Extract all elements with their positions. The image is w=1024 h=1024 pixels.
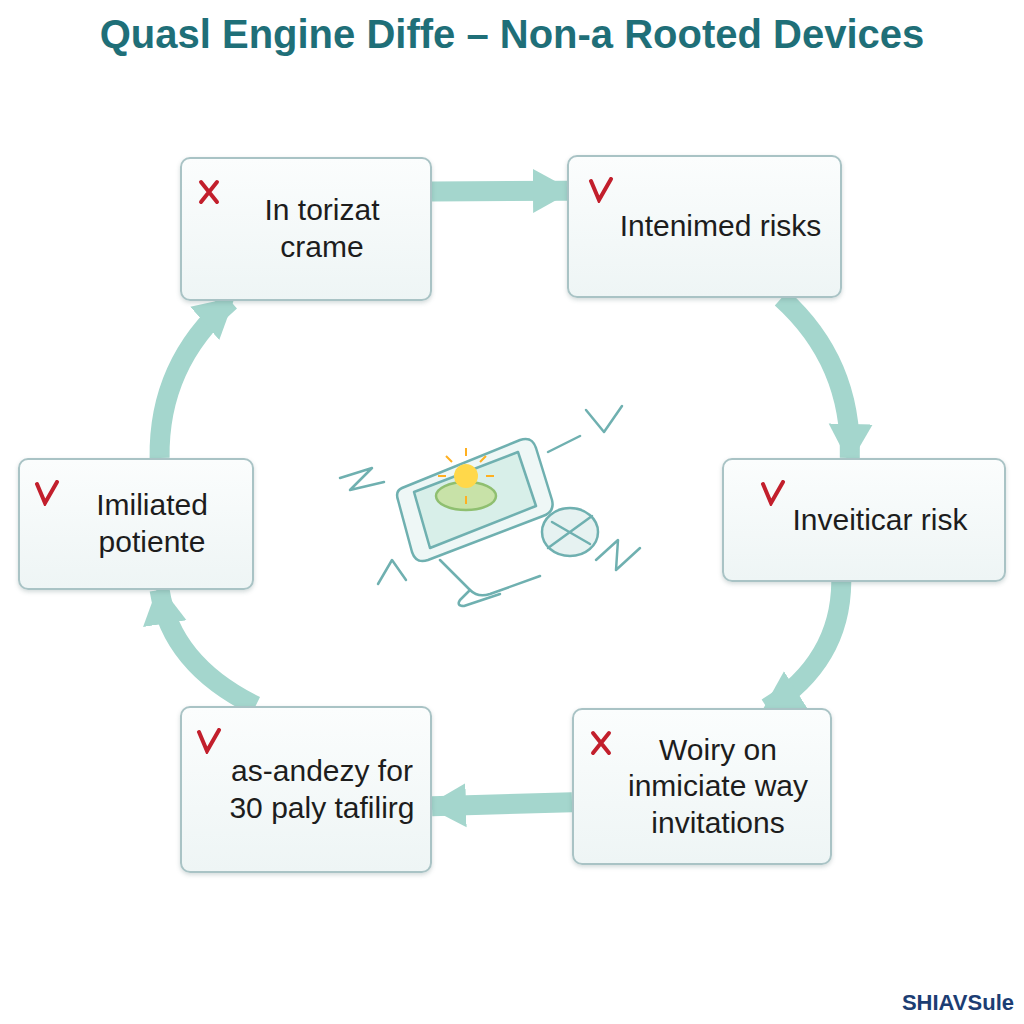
- process-box: Inveiticar risk: [722, 458, 1006, 582]
- cycle-arrow: [767, 582, 841, 708]
- cycle-arrow: [432, 181, 567, 202]
- box-text: In torizat crame: [228, 192, 416, 265]
- check-mark: [34, 480, 60, 506]
- box-text: Woiry on inmiciate way invitations: [620, 732, 816, 842]
- box-text: as-andezy for 30 paly tafilirg: [228, 753, 416, 826]
- process-box: Intenimed risks: [567, 155, 842, 298]
- cross-mark: [196, 179, 222, 205]
- box-text: Intenimed risks: [620, 208, 822, 245]
- check-mark: [760, 480, 786, 506]
- check-mark: [588, 177, 614, 203]
- process-box: In torizat crame: [180, 157, 432, 301]
- cycle-arrow: [782, 298, 850, 458]
- box-text: Imiliated potiente: [66, 487, 238, 560]
- process-box: Woiry on inmiciate way invitations: [572, 708, 832, 865]
- box-text: Inveiticar risk: [792, 502, 967, 539]
- cross-mark: [588, 730, 614, 756]
- cycle-arrow: [160, 590, 256, 706]
- cycle-arrow: [160, 301, 231, 458]
- check-mark: [196, 728, 222, 754]
- process-box: Imiliated potiente: [18, 458, 254, 590]
- cycle-arrow: [432, 802, 572, 806]
- process-box: as-andezy for 30 paly tafilirg: [180, 706, 432, 873]
- diagram-title: Quasl Engine Diffe – Non-a Rooted Device…: [0, 12, 1024, 57]
- watermark: SHIAVSule: [902, 990, 1014, 1016]
